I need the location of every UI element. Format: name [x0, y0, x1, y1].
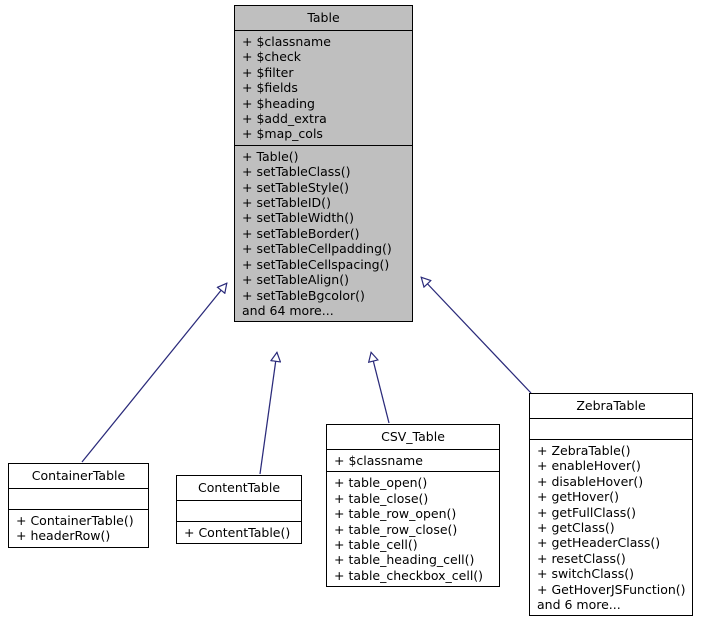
class-operations-zebratable: + ZebraTable() + enableHover() + disable…	[530, 440, 692, 615]
uml-class-zebratable[interactable]: ZebraTable + ZebraTable() + enableHover(…	[529, 393, 693, 617]
class-member: + setTableWidth()	[242, 210, 354, 226]
class-member: + getHeaderClass()	[537, 535, 661, 551]
class-member: + setTableCellspacing()	[242, 256, 390, 272]
class-attributes-zebratable	[530, 419, 692, 440]
class-member-more: and 64 more...	[242, 302, 334, 318]
class-member: + setTableStyle()	[242, 179, 350, 195]
class-member: + table_close()	[334, 490, 429, 506]
class-operations-csvtable: + table_open() + table_close() + table_r…	[327, 472, 499, 586]
class-member: + $heading	[242, 95, 315, 111]
class-operations-contenttable: + ContentTable()	[177, 522, 301, 543]
class-member: + disableHover()	[537, 473, 644, 489]
class-member: + GetHoverJSFunction()	[537, 581, 686, 597]
class-member: + getHover()	[537, 489, 620, 505]
class-member-more: and 6 more...	[537, 597, 621, 613]
uml-class-table[interactable]: Table + $classname + $check + $filter + …	[234, 5, 413, 323]
class-member: + $map_cols	[242, 126, 323, 142]
class-member: + setTableAlign()	[242, 272, 349, 288]
class-member: + table_row_close()	[334, 521, 458, 537]
class-member: + headerRow()	[16, 528, 111, 544]
class-member: + $classname	[334, 453, 423, 468]
class-member: + Table()	[242, 148, 299, 164]
edge-containertable-to-table	[81, 283, 227, 463]
class-operations-table: + Table() + setTableClass() + setTableSt…	[235, 146, 412, 321]
class-member: + enableHover()	[537, 458, 641, 474]
class-member: + $add_extra	[242, 111, 327, 127]
class-attributes-contenttable	[177, 501, 301, 522]
class-member: + getClass()	[537, 520, 615, 536]
class-member: + $filter	[242, 64, 294, 80]
class-title-zebratable: ZebraTable	[530, 394, 692, 419]
uml-class-csvtable[interactable]: CSV_Table + $classname + table_open() + …	[326, 424, 500, 588]
class-member: + $check	[242, 49, 301, 65]
edge-csvtable-to-table	[371, 352, 390, 424]
class-member: + ContentTable()	[184, 525, 291, 540]
class-member: + table_checkbox_cell()	[334, 567, 484, 583]
class-member: + setTableID()	[242, 195, 331, 211]
class-title-containertable: ContainerTable	[9, 464, 148, 489]
class-member: + ZebraTable()	[537, 443, 631, 458]
class-title-table: Table	[235, 6, 412, 31]
class-member: + ContainerTable()	[16, 513, 134, 528]
class-member: + setTableBgcolor()	[242, 287, 365, 303]
uml-class-contenttable[interactable]: ContentTable + ContentTable()	[176, 475, 302, 545]
class-member: + table_open()	[334, 475, 428, 491]
class-operations-containertable: + ContainerTable() + headerRow()	[9, 510, 148, 547]
edge-zebratable-to-table	[421, 277, 532, 394]
uml-class-containertable[interactable]: ContainerTable + ContainerTable() + head…	[8, 463, 149, 548]
class-member: + setTableClass()	[242, 164, 351, 180]
class-member: + setTableBorder()	[242, 225, 360, 241]
class-attributes-csvtable: + $classname	[327, 450, 499, 473]
class-attributes-table: + $classname + $check + $filter + $field…	[235, 31, 412, 146]
class-member: + resetClass()	[537, 550, 626, 566]
class-title-contenttable: ContentTable	[177, 476, 301, 501]
class-member: + getFullClass()	[537, 504, 636, 520]
class-member: + table_heading_cell()	[334, 552, 475, 568]
edge-contenttable-to-table	[259, 352, 277, 475]
class-member: + $classname	[242, 34, 331, 49]
class-member: + table_cell()	[334, 537, 418, 553]
class-member: + setTableCellpadding()	[242, 241, 392, 257]
class-member: + switchClass()	[537, 566, 634, 582]
class-attributes-containertable	[9, 489, 148, 510]
class-title-csvtable: CSV_Table	[327, 425, 499, 450]
class-member: + table_row_open()	[334, 506, 457, 522]
class-member: + $fields	[242, 80, 298, 96]
